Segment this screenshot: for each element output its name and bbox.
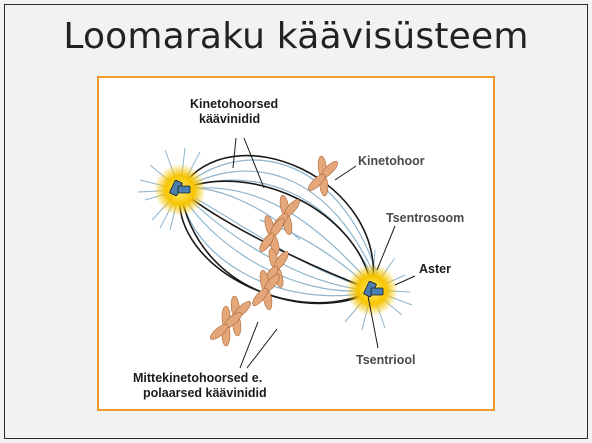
label-centrosome: Tsentrosoom <box>386 211 464 225</box>
label-polar-fibers-1: Mittekinetohoorsed e. <box>133 371 262 385</box>
label-kinetochore: Kinetohoor <box>358 154 425 168</box>
label-centriole: Tsentriool <box>356 353 416 367</box>
label-aster: Aster <box>419 262 451 276</box>
centrosome-right <box>346 264 398 316</box>
label-kinetochore-fibers-1: Kinetohoorsed <box>190 97 278 111</box>
label-polar-fibers-2: polaarsed käävinidid <box>143 386 267 400</box>
chromosomes <box>207 153 341 349</box>
label-kinetochore-fibers-2: käävinidid <box>199 112 260 126</box>
centrosome-left <box>154 164 206 216</box>
